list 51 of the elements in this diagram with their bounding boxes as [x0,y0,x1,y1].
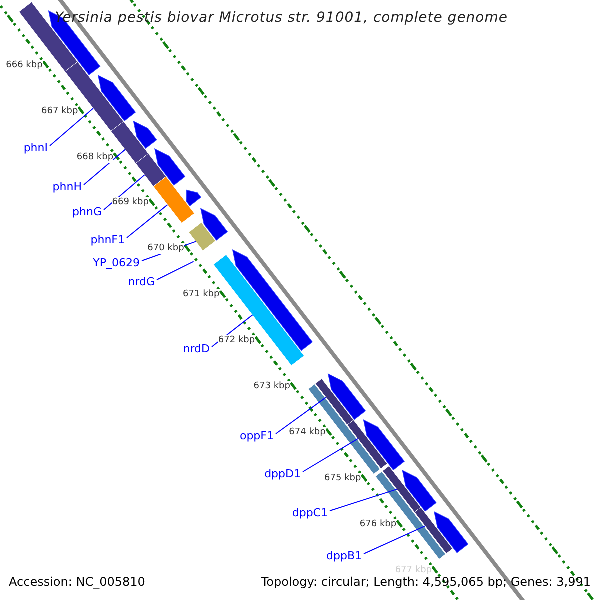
gene-feature [200,208,228,241]
gene-bar [308,384,381,475]
gene-bar [382,466,422,513]
tick-label: 673 kbp [254,382,290,393]
gene-label: phnF1 [90,234,125,246]
leader-line [126,204,168,238]
gene-feature [186,190,202,207]
tick-label: 669 kbp [112,198,149,209]
gene-label: dppB1 [326,550,362,562]
gene-label: nrdG [128,276,155,288]
gene-feature [98,74,136,122]
gene-bar [347,420,388,470]
gene-bar [375,471,446,560]
gene-feature [434,511,469,554]
gene-feature [133,120,158,150]
gene-label: oppF1 [240,430,274,442]
gene-bar [315,378,354,426]
gene-bar [188,222,216,252]
leader-line [302,438,359,472]
gene-feature [328,373,366,420]
gene-bar [153,176,195,224]
tick-label: 674 kbp [289,428,326,439]
accession-text: Accession: NC_005810 [9,575,146,589]
leader-line [50,108,94,146]
gene-feature [154,148,186,186]
tick-label: 668 kbp [76,152,114,164]
leader-line [156,261,194,280]
tick-label: 676 kbp [360,520,397,530]
tick-label: 667 kbp [42,106,78,118]
gene-label: YP_0629 [93,256,140,270]
tick-label: 671 kbp [183,290,220,301]
leader-line [330,488,398,512]
leader-line [104,174,146,210]
gene-label: nrdD [183,342,210,356]
leader-line [276,397,327,434]
genome-summary: Topology: circular; Length: 4,595,065 bp; Genes: 3,991 [261,575,591,589]
gene-label: phnG [72,206,102,218]
tick-label: 672 kbp [218,336,256,347]
leader-line [84,149,126,186]
gene-label: phnI [24,142,48,154]
tick-label: 670 kbp [148,244,184,255]
leader-line [364,526,426,554]
gene-feature [402,470,437,512]
gene-label: phnH [52,180,82,194]
gene-label: dppC1 [292,506,328,520]
tick-label: 666 kbp [6,60,43,72]
gene-feature [363,419,406,471]
tick-label: 675 kbp [324,474,362,485]
gene-label: dppD1 [264,468,301,480]
gene-bar [414,507,454,554]
gene-bar [136,154,167,187]
